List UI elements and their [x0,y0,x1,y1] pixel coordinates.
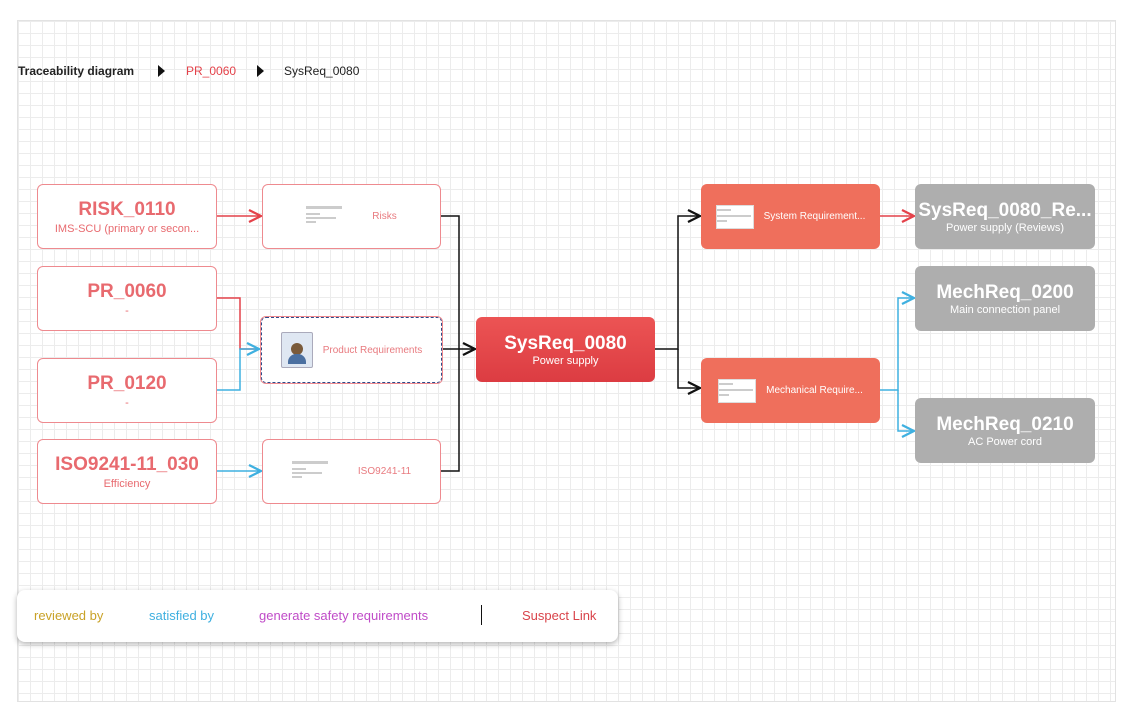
node-subtitle: Power supply [532,354,599,367]
edge [880,298,914,391]
legend-satisfied-by[interactable]: satisfied by [149,608,215,623]
group-label: System Requirement... [763,211,866,222]
breadcrumb-arrow-icon [158,65,165,77]
legend-generate-safety-requirements[interactable]: generate safety requirements [259,608,429,623]
legend-reviewed-by[interactable]: reviewed by [34,608,104,623]
user-document-icon [280,332,313,368]
node-subtitle: - [125,304,129,317]
legend-suspect-link[interactable]: Suspect Link [522,608,597,623]
group-system-requirements[interactable]: System Requirement... [701,184,880,249]
node-title: PR_0060 [87,280,167,302]
group-label: Product Requirements [322,344,423,356]
edge [897,390,914,431]
node-title: RISK_0110 [78,198,176,220]
group-risks[interactable]: Risks [262,184,441,249]
edge [217,349,259,391]
breadcrumb-root[interactable]: Traceability diagram [18,64,135,78]
document-icon [291,460,328,483]
legend-divider [481,605,482,625]
node-title: ISO9241-11_030 [55,453,199,475]
node-pr-0120[interactable]: PR_0120 - [37,358,217,423]
group-product-requirements[interactable]: Product Requirements [260,316,443,384]
node-title: SysReq_0080_Re... [918,199,1092,221]
group-label: ISO9241-11 [357,466,412,477]
breadcrumb-item[interactable]: PR_0060 [186,64,237,78]
group-label: Risks [372,211,397,222]
node-subtitle: - [125,396,129,409]
group-mechanical-requirements[interactable]: Mechanical Require... [701,358,880,423]
node-subtitle: AC Power cord [968,435,1042,448]
document-icon [306,205,343,228]
node-subtitle: Power supply (Reviews) [946,221,1064,234]
edge [441,215,460,472]
node-title: MechReq_0210 [936,413,1074,435]
node-title: PR_0120 [87,372,167,394]
node-sysreq-0080-reviews[interactable]: SysReq_0080_Re...Power supply (Reviews) [915,184,1095,249]
node-subtitle: IMS-SCU (primary or secon... [54,222,200,235]
legend: reviewed by satisfied by generate safety… [17,590,618,642]
node-subtitle: Efficiency [103,477,151,490]
group-iso9241-11[interactable]: ISO9241-11 [262,439,441,504]
node-pr-0060[interactable]: PR_0060 - [37,266,217,331]
edge [217,297,259,350]
breadcrumb-arrow-icon [257,65,264,77]
breadcrumb-current: SysReq_0080 [284,64,360,78]
edge [677,349,700,388]
document-icon [718,378,757,403]
edge [655,216,700,350]
node-title: SysReq_0080 [504,332,627,354]
group-label: Mechanical Require... [766,385,863,396]
node-title: MechReq_0200 [936,281,1074,303]
node-subtitle: Main connection panel [949,303,1061,316]
document-icon [715,204,754,229]
